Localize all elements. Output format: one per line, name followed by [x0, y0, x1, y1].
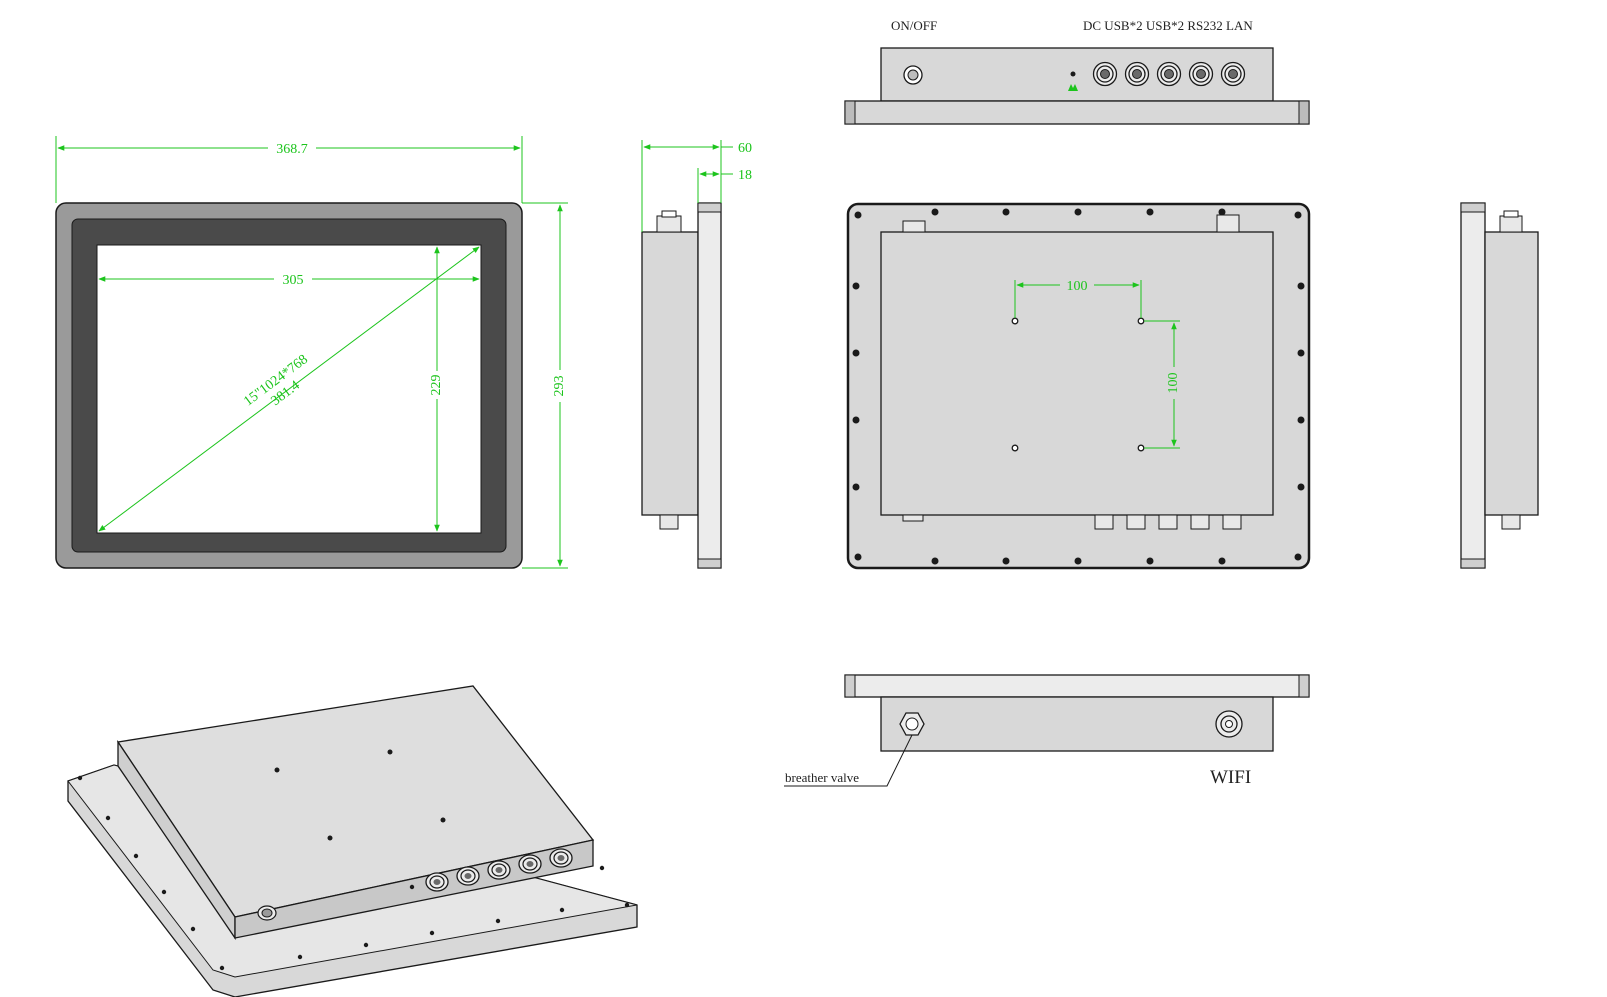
top-frame — [844, 100, 1310, 125]
side-bottom-connector — [659, 514, 679, 530]
vesa-h-label: 100 — [1067, 279, 1088, 294]
vesa-hole-icon — [1011, 317, 1019, 325]
port-connectors — [1092, 61, 1246, 87]
dim-overall-height: 293 — [522, 202, 568, 569]
wifi-label: WIFI — [1210, 767, 1251, 788]
dc-port-icon — [1092, 61, 1118, 87]
vesa-hole-icon — [1137, 317, 1145, 325]
right-side-frame — [1460, 202, 1486, 569]
dim-vesa-horizontal: 100 — [1014, 279, 1142, 318]
back-bottom-connectors — [902, 514, 1242, 530]
dim-vesa-vertical: 100 — [1144, 320, 1181, 449]
iso-led-icon — [409, 884, 415, 890]
vesa-hole-icon — [1011, 444, 1019, 452]
iso-frame-screws — [77, 775, 630, 971]
dim-frame: 18 — [697, 168, 752, 203]
dim-overall-width: 368.7 — [55, 136, 523, 203]
ports-label: DC USB*2 USB*2 RS232 LAN — [1083, 18, 1253, 33]
dim-depth: 60 — [641, 140, 752, 232]
frame-label: 18 — [738, 168, 752, 183]
top-body — [880, 47, 1274, 102]
vesa-v-label: 100 — [1166, 373, 1181, 394]
overall-width-label: 368.7 — [276, 142, 308, 157]
back-top-connector-left — [902, 220, 926, 233]
overall-height-label: 293 — [552, 376, 567, 397]
side-view-left: 60 18 — [641, 140, 752, 569]
iso-power-button-icon — [257, 905, 277, 921]
breather-valve-icon — [899, 712, 925, 736]
iso-port-connectors — [425, 848, 573, 892]
usb-port-2-icon — [1156, 61, 1182, 87]
side-top-connector — [656, 215, 682, 233]
side-body — [641, 231, 699, 516]
status-led-icon — [1068, 84, 1078, 91]
depth-label: 60 — [738, 141, 752, 156]
vesa-hole-icon — [1137, 444, 1145, 452]
vesa-holes — [1011, 317, 1145, 452]
side-view-right — [1460, 202, 1539, 569]
bottom-body — [880, 696, 1274, 752]
breather-leader-line — [784, 734, 913, 787]
on-off-label: ON/OFF — [891, 18, 937, 33]
back-top-connector-right — [1216, 214, 1240, 233]
breather-valve-label: breather valve — [785, 770, 859, 785]
active-height-label: 229 — [429, 375, 444, 396]
bottom-frame — [844, 674, 1310, 698]
side-frame — [697, 202, 722, 569]
front-view: 368.7 305 229 293 15"1024*768 38 — [55, 136, 568, 569]
wifi-antenna-icon — [1215, 710, 1243, 738]
usb-port-1-icon — [1124, 61, 1150, 87]
bottom-view: breather valve WIFI — [784, 674, 1310, 788]
mounting-screws — [852, 208, 1305, 565]
isometric-view — [67, 685, 638, 997]
back-view: 100 100 — [846, 202, 1311, 570]
back-housing — [880, 231, 1274, 516]
top-view: ON/OFF DC USB*2 USB*2 RS232 LAN — [844, 18, 1310, 125]
rs232-port-icon — [1188, 61, 1214, 87]
active-width-label: 305 — [283, 273, 304, 288]
lan-port-icon — [1220, 61, 1246, 87]
right-side-body — [1484, 231, 1539, 516]
iso-vesa-holes — [274, 749, 446, 841]
led-indicator-icon — [1070, 71, 1076, 77]
